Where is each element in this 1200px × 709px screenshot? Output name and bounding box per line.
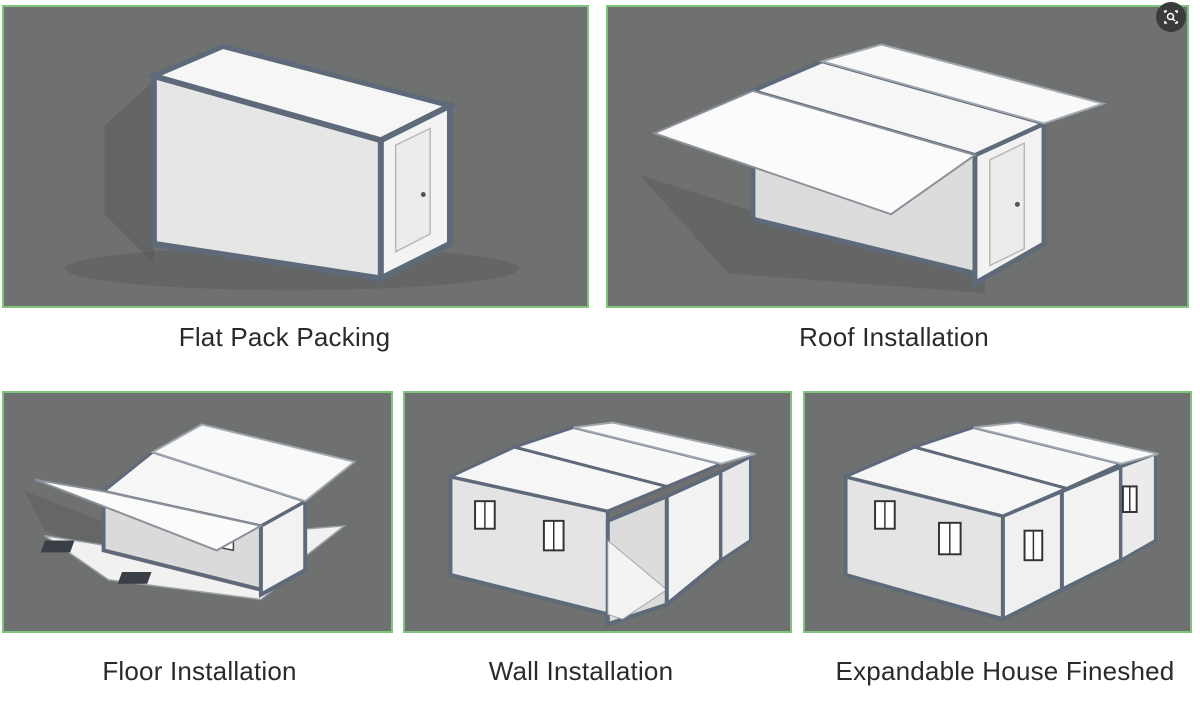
step-caption-roof: Roof Installation bbox=[799, 322, 989, 352]
house-complete-illustration bbox=[840, 421, 1159, 623]
step-image-floor bbox=[2, 391, 393, 633]
step-image-wall bbox=[403, 391, 792, 633]
wall-installation-illustration bbox=[445, 421, 756, 627]
roof-installation-illustration bbox=[639, 43, 1107, 294]
image-search-icon bbox=[1164, 10, 1178, 24]
container-closed-illustration bbox=[65, 43, 520, 291]
step-caption-floor: Floor Installation bbox=[102, 656, 297, 686]
step-image-finished bbox=[803, 391, 1192, 633]
step-caption-wall: Wall Installation bbox=[488, 656, 674, 686]
step-image-flat-pack bbox=[2, 5, 589, 308]
step-image-roof bbox=[606, 5, 1189, 308]
image-search-button[interactable] bbox=[1156, 2, 1186, 32]
floor-installation-illustration bbox=[24, 423, 357, 601]
step-caption-flat-pack: Flat Pack Packing bbox=[178, 322, 391, 352]
step-caption-finished: Expandable House Fineshed bbox=[835, 656, 1175, 686]
